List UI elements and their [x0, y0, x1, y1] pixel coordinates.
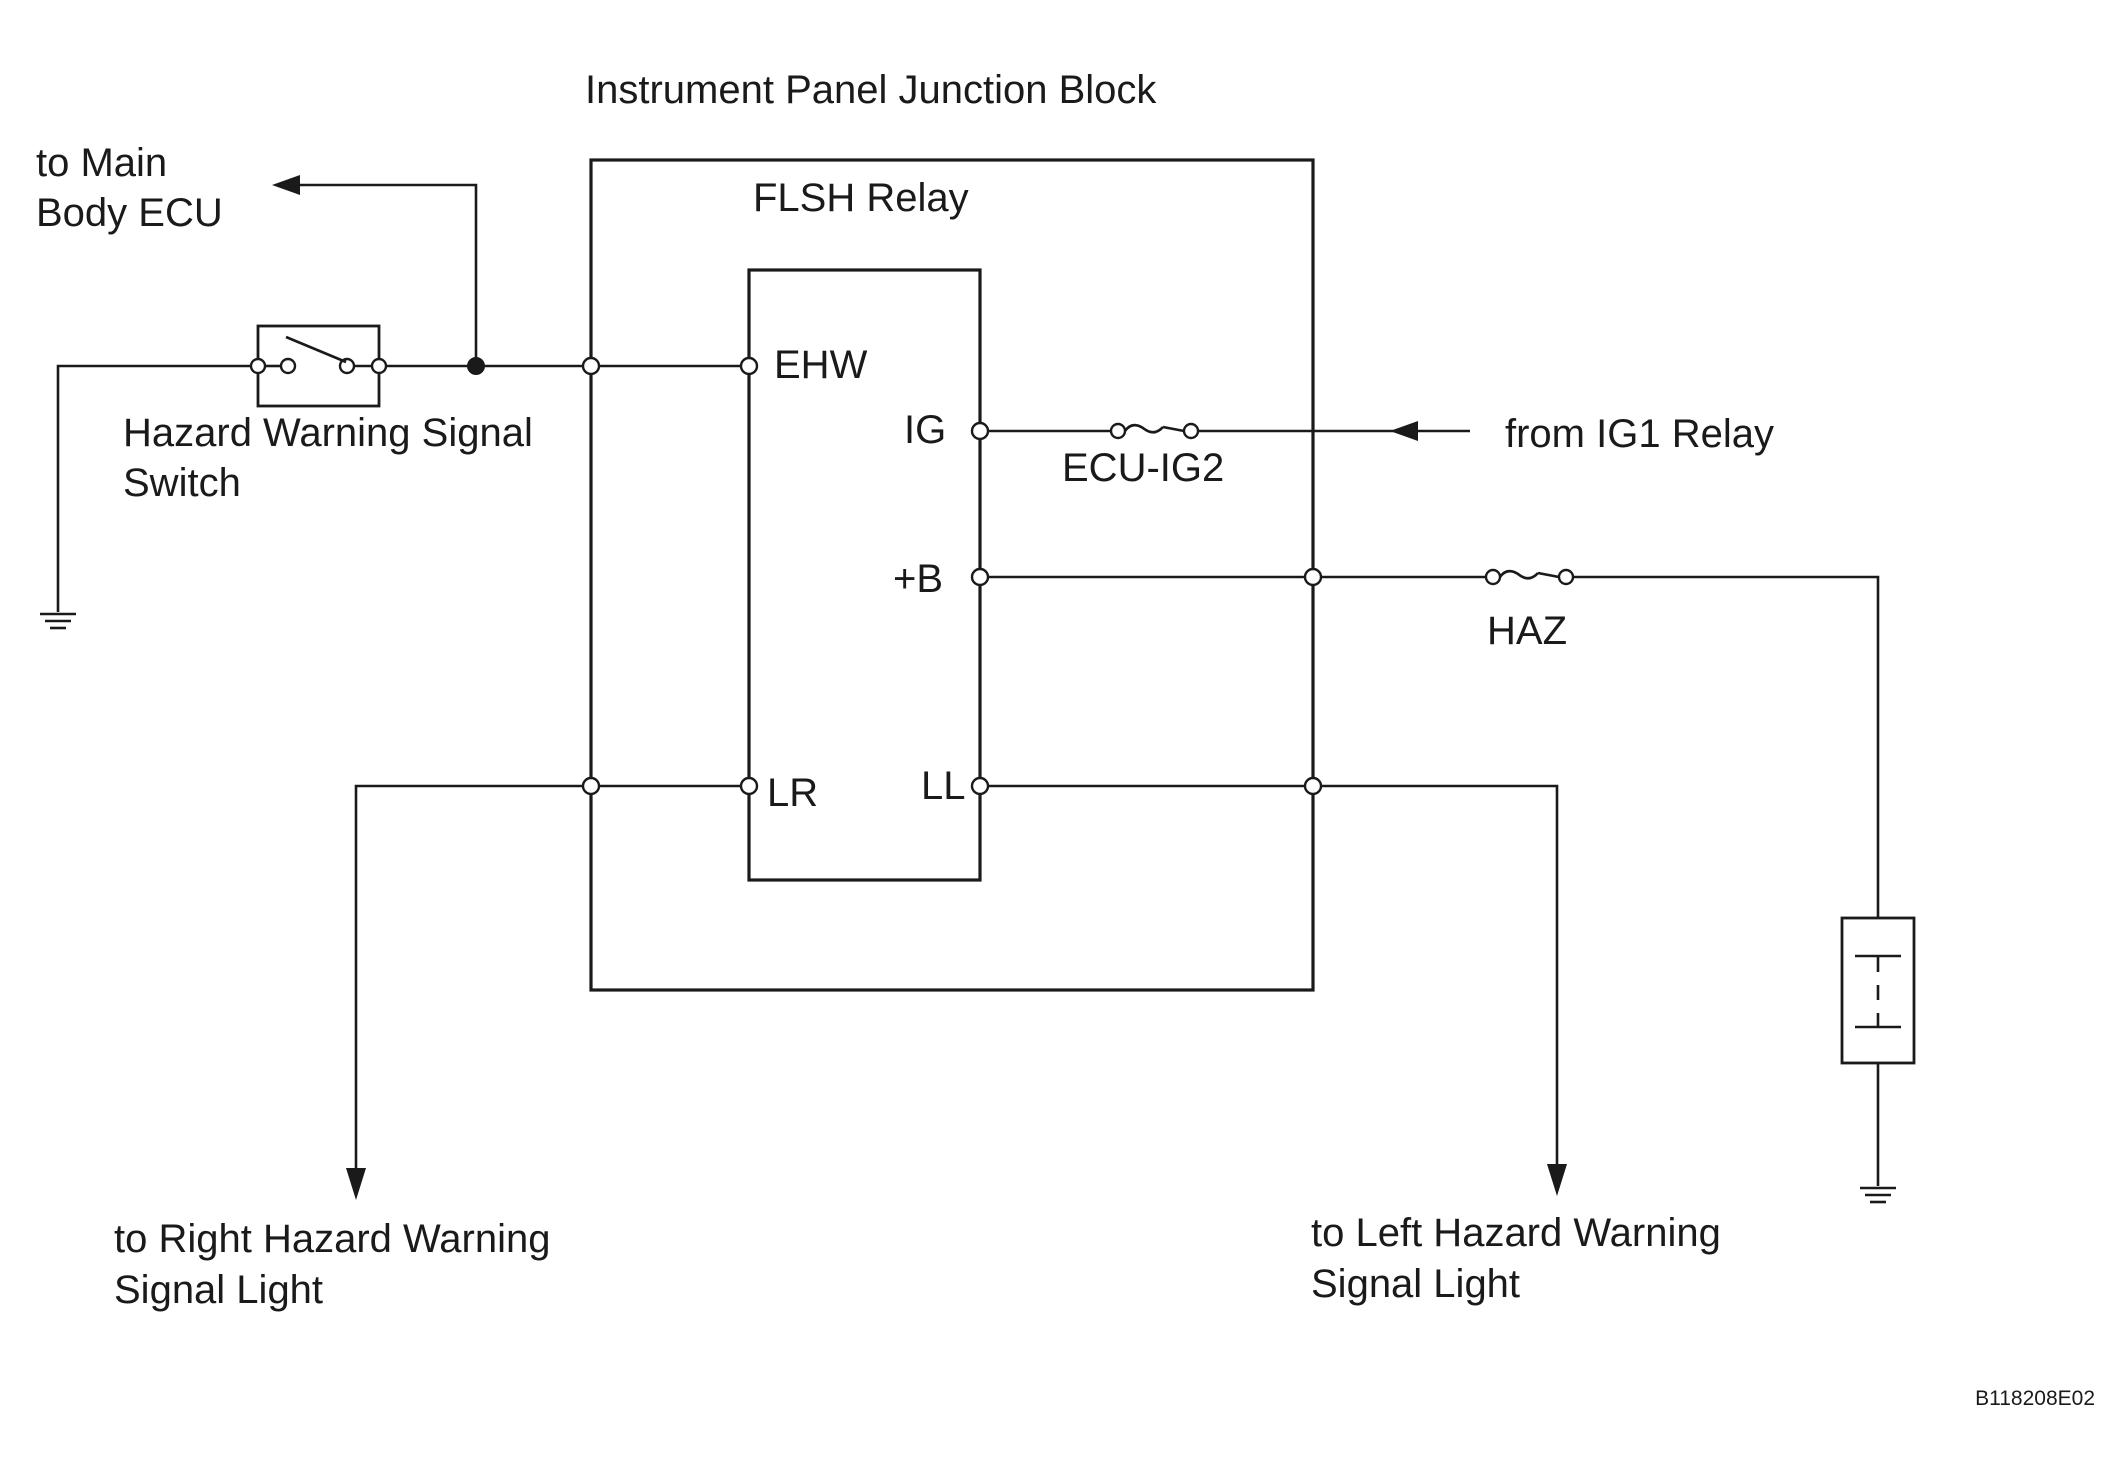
- pin-ehw-terminal: [739, 356, 759, 376]
- arrow-to-main-body-ecu: [272, 175, 300, 195]
- to-left-light-label-1: to Left Hazard Warning: [1311, 1211, 1721, 1255]
- from-ig1-relay-label: from IG1 Relay: [1505, 412, 1774, 456]
- wire-lr: [354, 784, 742, 1170]
- battery-icon: [1840, 916, 1916, 1065]
- to-right-light-label-2: Signal Light: [114, 1268, 323, 1312]
- pin-ig-label: IG: [904, 408, 946, 452]
- pin-ll-label: LL: [921, 764, 966, 808]
- pin-lr-terminal: [739, 776, 759, 796]
- pin-ig-terminal: [970, 421, 990, 441]
- ground-icon-left: [40, 612, 76, 630]
- arrow-to-right-light: [346, 1168, 366, 1200]
- block-terminal-ehw: [581, 356, 601, 376]
- pin-lr-label: LR: [767, 771, 818, 815]
- pin-b-label: +B: [893, 557, 943, 601]
- hazard-switch-label-2: Switch: [123, 461, 241, 505]
- block-terminal-lr: [581, 776, 601, 796]
- fuse-ecu-ig2-icon: [1109, 422, 1200, 440]
- arrow-from-ig1-relay: [1390, 421, 1418, 441]
- wire-ll: [987, 784, 1559, 1166]
- hazard-switch-icon: [249, 324, 388, 408]
- block-terminal-ll: [1303, 776, 1323, 796]
- wire-haz-battery: [1573, 575, 1880, 918]
- hazard-switch-label-1: Hazard Warning Signal: [123, 411, 533, 455]
- fuse-haz-label: HAZ: [1487, 609, 1567, 653]
- to-right-light-label-1: to Right Hazard Warning: [114, 1217, 550, 1261]
- pin-ll-terminal: [970, 776, 990, 796]
- to-main-body-ecu-label-1: to Main: [36, 141, 167, 185]
- to-main-body-ecu-label-2: Body ECU: [36, 191, 223, 235]
- arrow-to-left-light: [1547, 1164, 1567, 1196]
- pin-ehw-label: EHW: [774, 343, 868, 387]
- fuse-ecu-ig2-label: ECU-IG2: [1062, 446, 1224, 490]
- junction-block-outline: [589, 158, 1315, 992]
- ground-wire-left: [56, 364, 258, 612]
- fuse-haz-icon: [1484, 568, 1575, 586]
- block-terminal-b: [1303, 567, 1323, 587]
- figure-code: B118208E02: [1975, 1387, 2095, 1410]
- wire-to-main-body-ecu: [300, 183, 478, 366]
- flsh-relay-label: FLSH Relay: [753, 176, 969, 220]
- to-left-light-label-2: Signal Light: [1311, 1262, 1520, 1306]
- pin-b-terminal: [970, 567, 990, 587]
- junction-block-label: Instrument Panel Junction Block: [585, 68, 1157, 112]
- ground-icon-right: [1860, 1186, 1896, 1204]
